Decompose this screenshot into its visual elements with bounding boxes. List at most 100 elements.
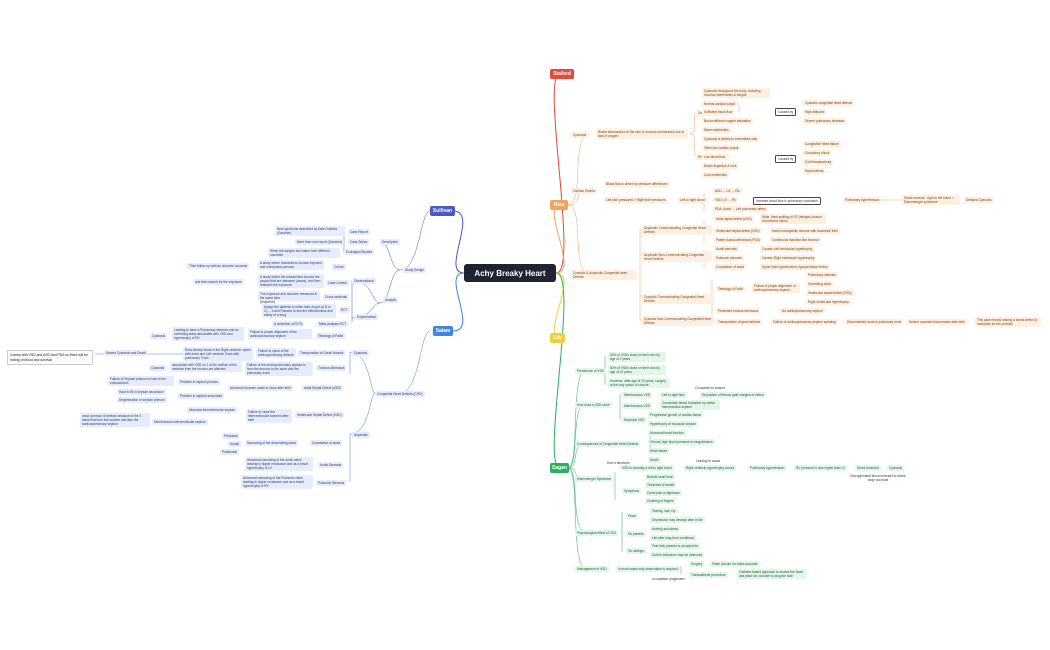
node-study-design[interactable]: Study Design — [403, 267, 426, 273]
node-cyanotic-comm[interactable]: Cyanotic Communicating Congenital Heart … — [642, 294, 714, 304]
node-tga[interactable]: Transposition of great arteries — [716, 319, 763, 325]
node-tof-desc[interactable]: Failure of proper alignment of aorticopu… — [752, 283, 800, 293]
node-truncus-cyanosis[interactable]: Cyanosis — [149, 365, 167, 371]
node-mg-2a[interactable]: Patch closure for holes accurate — [710, 561, 760, 567]
node-cq-1[interactable]: Abnormal heart function — [648, 430, 686, 436]
node-cb2-4[interactable]: Hypovolemia — [803, 168, 826, 174]
node-psychological[interactable]: Psychological effect of VSD — [575, 530, 619, 536]
node-cq-4[interactable]: Death — [648, 457, 661, 463]
node-how-vsd-close[interactable]: How does a VSD close — [575, 402, 612, 408]
node-vsd-muscular[interactable]: Muscular interventricular septum — [187, 407, 238, 413]
node-tof-cyanosis-desc[interactable]: Leading to have a Pulmonary stenosis and… — [172, 327, 244, 341]
node-ecologic[interactable]: Ecological Studies — [344, 249, 375, 255]
node-tof-1[interactable]: Pulmonary stenosis — [806, 272, 838, 278]
node-pulmonary-htn[interactable]: Pulmonary hypertension — [843, 197, 882, 203]
node-asd[interactable]: Atrial Septal Defect (ASD) — [302, 385, 343, 391]
node-tof-3[interactable]: Ventricular septal defect (VSD) — [806, 290, 854, 296]
node-pulmonic-desc[interactable]: Abnormal narrowing of the Pulmonic valve… — [241, 475, 313, 489]
node-caused-by-2[interactable]: Caused by — [775, 155, 797, 163]
node-p1[interactable]: Cyanosis is limited to extremities only — [702, 136, 759, 142]
node-hv-2d[interactable]: Connective tissue formation by native me… — [660, 400, 720, 410]
node-asd-1[interactable]: Failure of Septum primum to fuse to the … — [108, 376, 174, 386]
node-hv-2[interactable]: Membranous VSD — [622, 403, 653, 409]
node-ps-1b[interactable]: Depression may develop later in life — [650, 517, 705, 523]
node-eis-6[interactable]: Cyanosis — [887, 465, 905, 471]
node-coarct-postductal[interactable]: Postductal — [220, 449, 239, 455]
node-tgv-path[interactable]: Rota directly blood in the Right ventric… — [183, 347, 253, 361]
node-coarctation[interactable]: Coarctation of aorta — [310, 440, 342, 446]
node-truncus-assoc[interactable]: associated with VSD so 1 of the outflow … — [170, 362, 242, 372]
node-an3-desc[interactable]: Upper limb hypertension; hypoperfusion b… — [760, 264, 830, 270]
node-ps-1a[interactable]: Tearing, sad, cry — [650, 508, 678, 514]
node-coarct-preductal[interactable]: Preductal — [222, 433, 240, 439]
node-cyanotic-acyanotic[interactable]: Cyanotic & Acyanotic Congenital heart De… — [571, 270, 637, 280]
node-acyanotic[interactable]: Acyanotic — [352, 432, 370, 438]
node-vsd[interactable]: Ventricular Septal Defect (VSD) — [295, 412, 344, 418]
node-cohort[interactable]: Cohort — [332, 264, 346, 270]
branch-sagan[interactable]: Sagan — [550, 463, 569, 473]
node-cb1-1[interactable]: Cyanotic congenital heart defects — [803, 100, 855, 106]
node-tof-desc[interactable]: Failure to proper alignment of the aorti… — [248, 329, 312, 339]
node-ps-2a[interactable]: Anxiety and stress — [650, 526, 681, 532]
node-rct-desc[interactable]: Assign the patients to either take drug … — [262, 304, 336, 318]
node-eis-5[interactable]: Shunt reversed — [855, 465, 881, 471]
node-c3[interactable]: Sufficient blood flow — [702, 109, 735, 115]
node-hv-3a[interactable]: Progressive growth of cardiac tissue — [648, 412, 704, 418]
node-meta-analysis[interactable]: Meta-analysis RCT — [317, 321, 349, 327]
node-prev-3[interactable]: However, after age of 10 years, surgery … — [608, 378, 670, 388]
node-cross-sectional[interactable]: Cross-sectional — [323, 294, 349, 300]
node-ps-1[interactable]: Fever — [626, 513, 639, 519]
node-tof-2[interactable]: Overriding aorta — [806, 281, 833, 287]
node-ltr-2[interactable]: VSD: LV → RV — [713, 197, 739, 203]
node-case-series[interactable]: Case Series — [348, 239, 370, 245]
node-prev-1[interactable]: 30% of VSDs close on their own by age of… — [608, 352, 666, 362]
node-transposition[interactable]: Transposition of Great Vessels — [298, 350, 346, 356]
node-tga-d3[interactable]: Severe cyanosis that persists after birt… — [907, 319, 967, 325]
branch-sullivan[interactable]: Sullivan — [430, 206, 455, 216]
node-tga-d[interactable]: Failure of aorticopulmonary septum spira… — [771, 319, 838, 325]
node-descriptive[interactable]: Descriptive — [380, 239, 400, 245]
node-case-report-desc[interactable]: New syndrome described by Dale Dobbles (… — [275, 226, 345, 236]
node-cohort-desc[interactable]: A study where researchers choose exposed… — [258, 260, 324, 270]
node-ac1-desc[interactable]: Wide, fixed splitting of S2 (delayed clo… — [760, 214, 826, 224]
node-ps-3a[interactable]: Feel their parents is occupied for — [650, 543, 701, 549]
node-chd[interactable]: Congenital Heart Defects (CHD) — [375, 391, 425, 397]
node-an1-desc[interactable]: Causes Left ventricular hypertrophy — [760, 246, 815, 252]
node-cb2-3[interactable]: Cold temperatures — [803, 159, 834, 165]
node-cohort-start[interactable]: Then follow up until an outcome occurred — [187, 263, 250, 269]
node-c4[interactable]: But insufficient oxygen saturation — [702, 118, 753, 124]
node-tgv-outcome[interactable]: Severe Cyanosis and Death — [104, 350, 148, 356]
branch-risa[interactable]: Risa — [550, 200, 568, 210]
node-pulmonic-stenosis[interactable]: Pulmonic Stenosis — [316, 480, 347, 486]
node-c5[interactable]: Warm extremities — [702, 127, 731, 133]
node-an2[interactable]: Pulmonic stenosis — [714, 255, 744, 261]
node-p5[interactable]: Cold extremities — [702, 172, 729, 178]
node-left-pressure[interactable]: Left side pressures > Right side pressur… — [604, 197, 668, 203]
node-shunt-desc[interactable]: Blood flow is driven by pressure differe… — [604, 181, 670, 187]
node-symptoms[interactable]: Symptoms — [622, 488, 642, 494]
node-experimental[interactable]: Experimental — [355, 314, 378, 320]
node-prev-2[interactable]: 50% of VSDs close on their own by age of… — [608, 365, 666, 375]
node-tof-4[interactable]: Right ventricular hypertrophy — [806, 299, 851, 305]
node-ac3[interactable]: Patent ductus arteriosus (PDA) — [714, 237, 762, 243]
node-ac3-desc[interactable]: Continuous machine-like murmur — [770, 237, 821, 243]
node-mg-3[interactable]: Transcatheter procedure — [689, 572, 728, 578]
node-case-control[interactable]: Case-Control — [326, 280, 349, 286]
node-eis-4[interactable]: RV pressure is now higher than LV — [794, 465, 847, 471]
node-asd-1a[interactable]: Problem in septum primum — [178, 379, 221, 385]
node-observational[interactable]: Observational — [352, 278, 376, 284]
node-truncus-left[interactable]: Truncus Arteriosus — [316, 365, 347, 371]
node-tga-d4[interactable]: This case means making a septal defect t… — [975, 317, 1041, 327]
node-coarct-desc[interactable]: Narrowing of the descending aorta — [245, 440, 298, 446]
node-tof-cyanosis[interactable]: Cyanosis — [150, 333, 168, 339]
node-hv-3b[interactable]: Hypertrophy of muscular septum — [648, 421, 699, 427]
node-p3[interactable]: Low blood flow — [702, 154, 728, 160]
node-cross-sectional-desc[interactable]: The exposure and outcome measured in the… — [258, 291, 320, 301]
node-cyanotic-noncomm[interactable]: Cyanotic Non-Communicating Congenital He… — [642, 316, 714, 326]
node-ps-2b[interactable]: Life after long-term conditions — [650, 535, 696, 541]
node-c2[interactable]: Normal cardiac output — [702, 101, 738, 107]
node-mg-1[interactable]: In most cases only observation is requir… — [616, 566, 680, 572]
node-truncus-desc-r[interactable]: No aorticopulmonary septum — [780, 308, 825, 314]
node-hv-1a[interactable]: Left to right flow — [660, 392, 687, 398]
node-truncus-desc[interactable]: Failure of the aorticopulmonary septum t… — [245, 362, 313, 376]
